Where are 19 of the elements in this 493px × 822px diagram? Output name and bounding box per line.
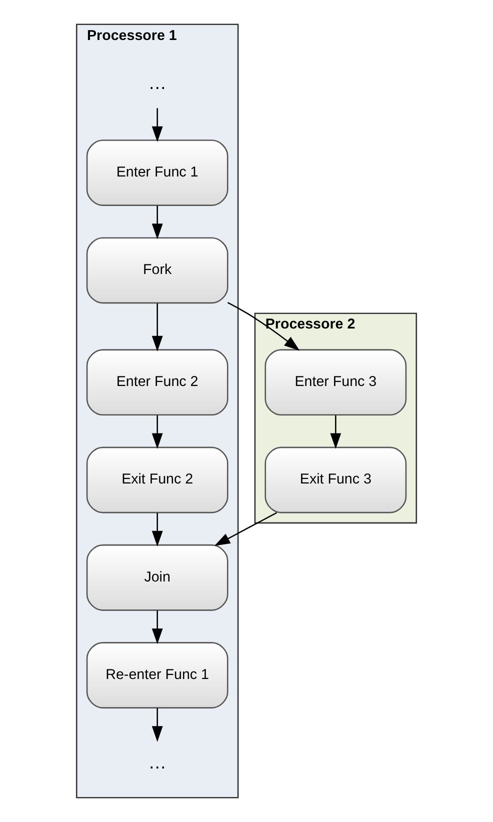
node-box: Exit Func 3 — [264, 446, 407, 514]
node-box: Join — [86, 544, 228, 611]
arrow — [152, 512, 163, 546]
node-box: Re-enter Func 1 — [86, 642, 228, 708]
node-box: Exit Func 2 — [86, 446, 228, 514]
arrow — [330, 415, 342, 449]
node-box: Enter Func 1 — [86, 140, 228, 206]
arrow — [152, 708, 163, 742]
arrow — [152, 303, 163, 352]
arrow — [152, 108, 163, 142]
node-box: Enter Func 3 — [264, 349, 407, 416]
node-box: Fork — [86, 237, 228, 304]
arrow — [152, 206, 163, 240]
arrow — [152, 415, 163, 449]
node-text: … — [148, 752, 166, 773]
node-box: Enter Func 2 — [86, 349, 228, 416]
arrow — [152, 610, 163, 644]
node-text: … — [148, 73, 166, 94]
arrow — [227, 302, 300, 351]
